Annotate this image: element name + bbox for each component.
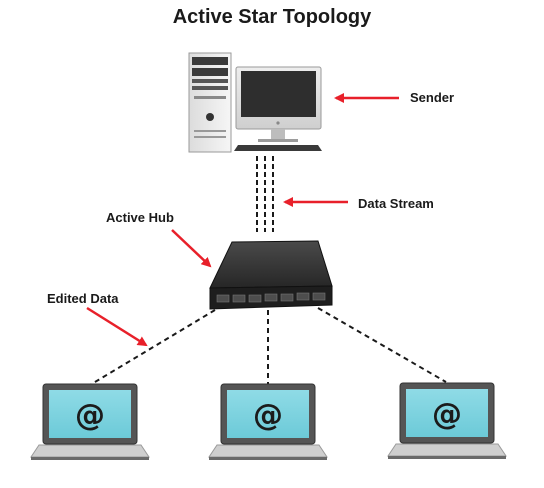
active-hub-label: Active Hub (106, 210, 174, 225)
edited-data-label: Edited Data (47, 291, 119, 306)
diagram-title: Active Star Topology (172, 6, 372, 28)
active-hub (209, 240, 333, 310)
data-stream-cables (256, 156, 274, 232)
desktop-computer-icon (188, 52, 322, 153)
client-laptop-left: @ (30, 383, 150, 460)
laptop-screen-symbol: @ (75, 398, 105, 433)
hub-to-laptop-cables (89, 307, 447, 386)
client-laptop-right: @ (387, 382, 507, 459)
sender-label: Sender (410, 90, 455, 105)
data-stream-label: Data Stream (358, 196, 434, 211)
laptop-icon (30, 383, 150, 460)
client-laptop-center: @ (208, 383, 328, 460)
laptop-icon (387, 382, 507, 459)
network-hub-icon (209, 240, 333, 310)
pointer-arrows (86, 93, 399, 347)
laptop-icon (208, 383, 328, 460)
laptop-screen-symbol: @ (253, 398, 283, 433)
sender-computer (188, 52, 322, 153)
active-hub-pointer-arrow (171, 229, 212, 268)
edited-data-pointer-arrow (86, 306, 148, 347)
laptop-screen-symbol: @ (432, 397, 462, 432)
